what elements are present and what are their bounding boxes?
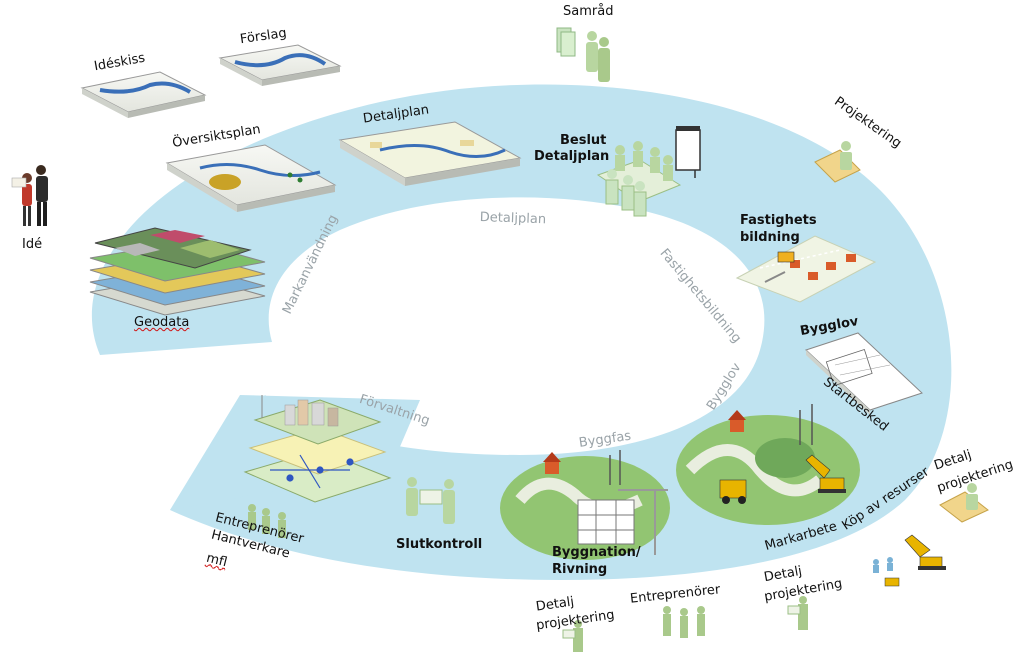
ring-label-detaljplan: Detaljplan xyxy=(479,210,546,227)
label-beslut-1: Beslut xyxy=(560,134,606,149)
label-beslut-2: Detaljplan xyxy=(534,150,609,165)
label-geodata: Geodata xyxy=(134,316,189,331)
label-slutkontroll: Slutkontroll xyxy=(396,538,482,553)
ide-people-icon xyxy=(12,165,48,226)
samrad-icon xyxy=(557,28,610,82)
label-fastighets-2: bildning xyxy=(740,231,800,246)
label-fastighets-1: Fastighets xyxy=(740,214,817,229)
forslag-map xyxy=(220,45,340,86)
label-byggnation-1: Byggnation/ xyxy=(552,546,641,561)
label-byggnation-2: Rivning xyxy=(552,563,607,578)
entreprenorer-bottom-icon xyxy=(663,606,705,638)
label-samrad: Samråd xyxy=(563,5,613,20)
ideskiss-map xyxy=(82,72,205,118)
kop-av-resurser-icon xyxy=(873,535,946,586)
label-ide: Idé xyxy=(22,238,42,253)
